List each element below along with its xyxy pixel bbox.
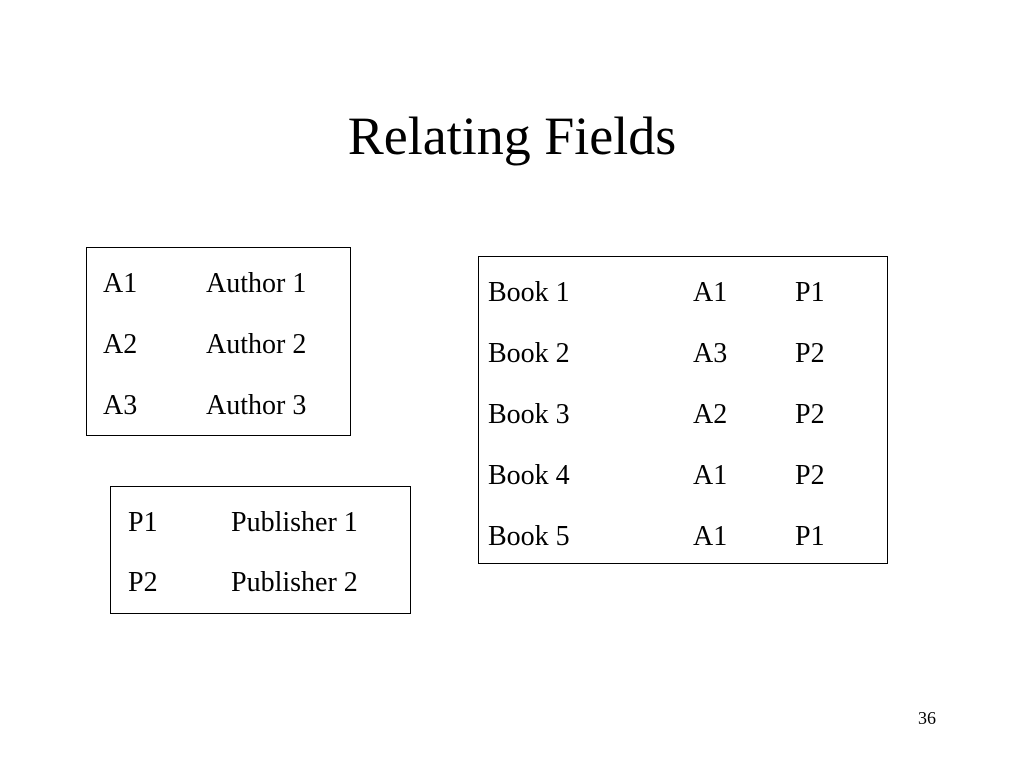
book-publisher-id: P1 xyxy=(795,521,825,552)
author-name: Author 1 xyxy=(206,268,307,299)
publisher-id: P2 xyxy=(128,567,158,598)
book-author-id: A2 xyxy=(693,399,728,430)
book-author-id: A1 xyxy=(693,460,728,491)
author-name: Author 3 xyxy=(206,390,307,421)
publisher-name: Publisher 1 xyxy=(231,507,358,538)
book-author-id: A3 xyxy=(693,338,728,369)
publisher-name: Publisher 2 xyxy=(231,567,358,598)
slide-title: Relating Fields xyxy=(347,106,677,166)
book-author-id: A1 xyxy=(693,277,728,308)
page-number: 36 xyxy=(918,708,936,728)
publishers-table: P1 Publisher 1 P2 Publisher 2 xyxy=(110,486,411,614)
book-title: Book 4 xyxy=(488,460,570,491)
publisher-id: P1 xyxy=(128,507,158,538)
author-id: A2 xyxy=(103,329,138,360)
book-publisher-id: P2 xyxy=(795,399,825,430)
author-id: A3 xyxy=(103,390,138,421)
book-title: Book 5 xyxy=(488,521,570,552)
book-publisher-id: P2 xyxy=(795,460,825,491)
author-id: A1 xyxy=(103,268,138,299)
book-title: Book 1 xyxy=(488,277,570,308)
books-table: Book 1 A1 P1 Book 2 A3 P2 Book 3 A2 P2 B… xyxy=(478,256,888,564)
book-publisher-id: P1 xyxy=(795,277,825,308)
book-title: Book 2 xyxy=(488,338,570,369)
book-title: Book 3 xyxy=(488,399,570,430)
book-author-id: A1 xyxy=(693,521,728,552)
authors-table: A1 Author 1 A2 Author 2 A3 Author 3 xyxy=(86,247,351,436)
author-name: Author 2 xyxy=(206,329,307,360)
book-publisher-id: P2 xyxy=(795,338,825,369)
